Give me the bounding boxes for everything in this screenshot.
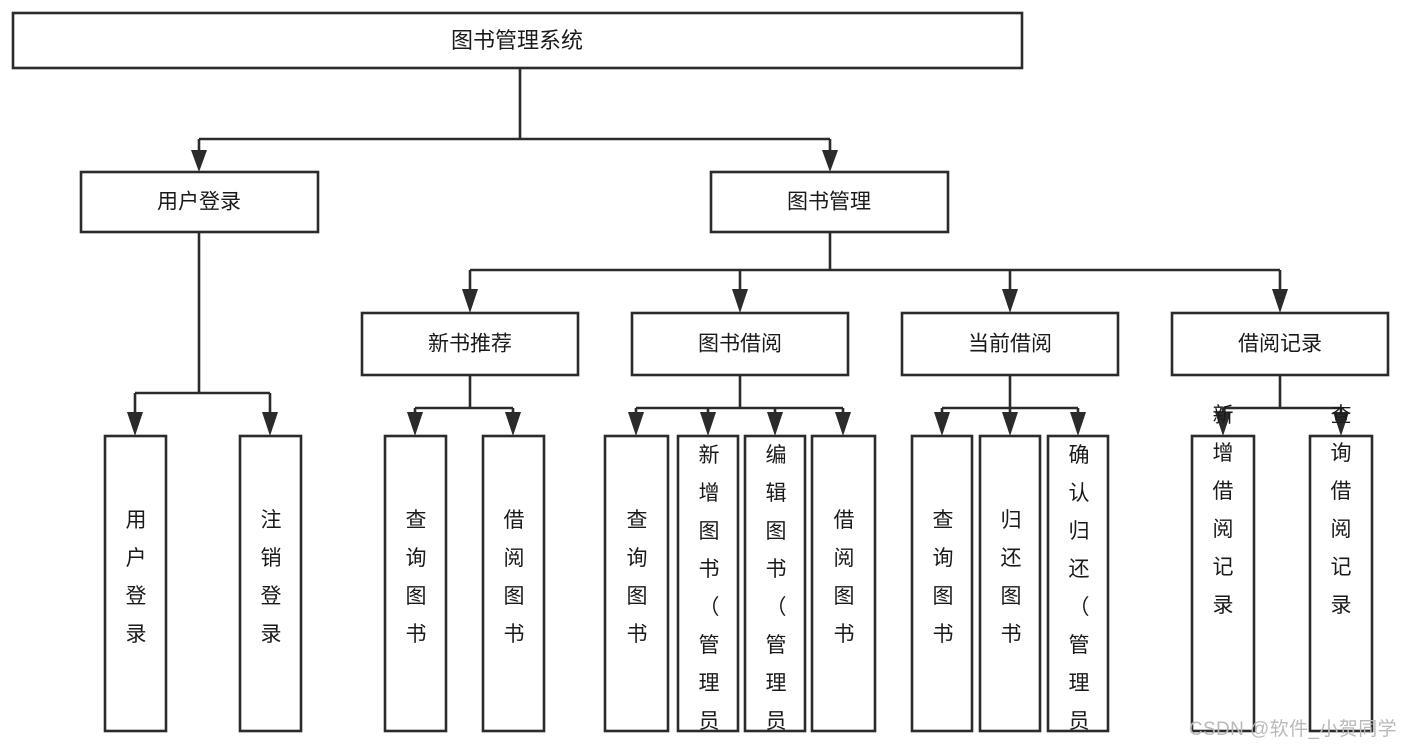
leaf-query-book-1[interactable]: 查询图书 — [383, 434, 448, 733]
node-book-manage[interactable]: 图书管理 — [709, 170, 950, 234]
leaf-confirm-return[interactable]: 确认归还（管理员） — [1046, 434, 1110, 747]
node-book-manage-label: 图书管理 — [787, 191, 871, 214]
leaf-query-book-2-label: 查询图书 — [627, 509, 648, 646]
node-borrow-record-box[interactable] — [1170, 311, 1390, 377]
connector-layer — [127, 68, 1349, 436]
edge-bookborrow-bus — [634, 375, 845, 414]
leaf-borrow-book-2-box[interactable] — [810, 434, 877, 733]
node-new-book-recommend[interactable]: 新书推荐 — [360, 311, 580, 377]
arrow-to-leaf-add-book — [700, 412, 716, 436]
leaf-add-book-box[interactable] — [676, 434, 740, 733]
node-new-book-recommend-box[interactable] — [360, 311, 580, 377]
leaf-add-record-box[interactable] — [1190, 434, 1256, 733]
arrow-to-leaf-query-book-3 — [934, 412, 950, 436]
leaf-add-book-label: 新增图书（管理员） — [699, 444, 720, 747]
arrow-to-borrow-record — [1272, 289, 1288, 313]
arrow-to-leaf-logout — [262, 412, 278, 436]
arrow-to-current-borrow — [1002, 289, 1018, 313]
leaf-return-book[interactable]: 归还图书 — [978, 434, 1042, 733]
edge-currentborrow-bus — [940, 375, 1080, 414]
node-user-login[interactable]: 用户登录 — [79, 170, 320, 234]
arrow-to-leaf-confirm-return — [1070, 412, 1086, 436]
leaf-query-book-3[interactable]: 查询图书 — [910, 434, 974, 733]
arrow-to-leaf-query-record — [1333, 412, 1349, 436]
node-current-borrow[interactable]: 当前借阅 — [900, 311, 1120, 377]
leaf-edit-book-box[interactable] — [743, 434, 807, 733]
leaf-query-record[interactable]: 查询借阅记录 — [1308, 404, 1374, 733]
leaf-query-book-3-label: 查询图书 — [933, 509, 954, 646]
leaf-borrow-book-1-label: 借阅图书 — [504, 509, 525, 646]
arrow-to-book-manage — [822, 150, 838, 172]
leaf-borrow-book-2[interactable]: 借阅图书 — [810, 434, 877, 733]
arrow-to-leaf-borrow-book-1 — [505, 412, 521, 436]
edge-borrowrecord-bus — [1221, 375, 1343, 414]
leaf-borrow-book-1[interactable]: 借阅图书 — [481, 434, 546, 733]
leaf-logout-box[interactable] — [238, 434, 303, 733]
leaf-logout[interactable]: 注销登录 — [238, 434, 303, 733]
leaf-query-record-label: 查询借阅记录 — [1331, 404, 1352, 617]
leaf-add-record[interactable]: 新增借阅记录 — [1190, 404, 1256, 733]
arrow-to-book-borrow — [732, 289, 748, 313]
leaf-query-book-2[interactable]: 查询图书 — [603, 434, 670, 733]
node-current-borrow-box[interactable] — [900, 311, 1120, 377]
arrow-to-leaf-query-book-2 — [628, 412, 644, 436]
leaf-logout-label: 注销登录 — [261, 509, 282, 646]
leaf-confirm-return-box[interactable] — [1046, 434, 1110, 733]
edge-userlogin-bus — [133, 232, 272, 414]
leaf-query-book-1-label: 查询图书 — [406, 509, 427, 646]
node-user-login-label: 用户登录 — [157, 191, 241, 214]
edge-bookmanage-bus — [468, 232, 1282, 292]
leaf-query-book-2-box[interactable] — [603, 434, 670, 733]
leaf-user-login-label: 用户登录 — [126, 509, 147, 646]
leaf-edit-book-label: 编辑图书（管理员） — [766, 444, 787, 747]
node-root-label: 图书管理系统 — [451, 28, 583, 53]
leaf-return-book-box[interactable] — [978, 434, 1042, 733]
leaf-add-book[interactable]: 新增图书（管理员） — [676, 434, 740, 747]
leaf-query-record-box[interactable] — [1308, 434, 1374, 733]
leaf-borrow-book-1-box[interactable] — [481, 434, 546, 733]
node-book-borrow[interactable]: 图书借阅 — [630, 311, 850, 377]
node-book-manage-box[interactable] — [709, 170, 950, 234]
arrow-to-leaf-return-book — [1002, 412, 1018, 436]
arrow-to-user-login — [191, 150, 207, 172]
node-borrow-record-label: 借阅记录 — [1238, 333, 1322, 356]
leaf-add-record-label: 新增借阅记录 — [1213, 404, 1234, 617]
leaf-return-book-label: 归还图书 — [1001, 509, 1022, 646]
arrow-to-new-book — [462, 289, 478, 313]
arrow-to-leaf-edit-book — [767, 412, 783, 436]
node-current-borrow-label: 当前借阅 — [968, 333, 1052, 356]
leaf-user-login[interactable]: 用户登录 — [103, 434, 168, 733]
node-user-login-box[interactable] — [79, 170, 320, 234]
leaf-query-book-1-box[interactable] — [383, 434, 448, 733]
leaf-query-book-3-box[interactable] — [910, 434, 974, 733]
leaf-edit-book[interactable]: 编辑图书（管理员） — [743, 434, 807, 747]
edge-newbook-bus — [413, 375, 515, 414]
arrow-to-leaf-query-book-1 — [407, 412, 423, 436]
leaf-confirm-return-label: 确认归还（管理员） — [1069, 444, 1090, 747]
node-borrow-record[interactable]: 借阅记录 — [1170, 311, 1390, 377]
node-new-book-recommend-label: 新书推荐 — [428, 333, 512, 356]
node-book-borrow-label: 图书借阅 — [698, 333, 782, 356]
arrow-to-leaf-borrow-book-2 — [835, 412, 851, 436]
edge-root-bus — [197, 68, 832, 158]
arrow-to-leaf-add-record — [1215, 412, 1231, 436]
arrow-to-leaf-user-login — [127, 412, 143, 436]
leaf-borrow-book-2-label: 借阅图书 — [834, 509, 855, 646]
node-book-borrow-box[interactable] — [630, 311, 850, 377]
node-root-box[interactable] — [11, 11, 1024, 70]
node-root[interactable]: 图书管理系统 — [11, 11, 1024, 70]
leaf-user-login-box[interactable] — [103, 434, 168, 733]
